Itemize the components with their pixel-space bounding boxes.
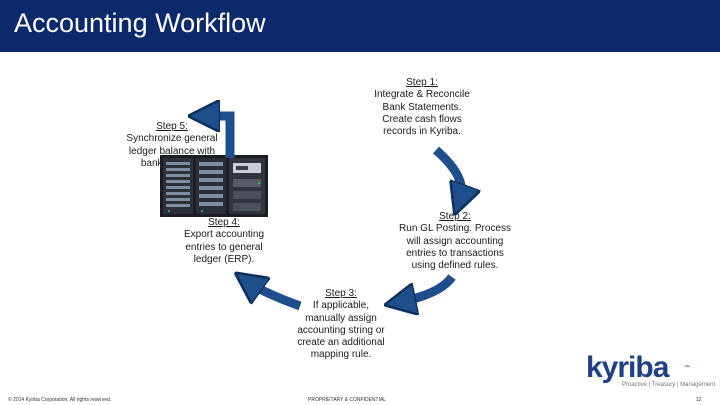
step-3-text: If applicable, manually assign accountin… — [297, 300, 385, 361]
kyriba-logo: kyriba ™ Proactive | Treasury | Manageme… — [586, 351, 716, 388]
step-4-text: Export accounting entries to general led… — [183, 229, 265, 265]
arrow-step1-to-step2 — [432, 146, 462, 200]
server-rack-image — [160, 155, 268, 217]
footer-copyright: © 2014 Kyriba Corporation. All rights re… — [8, 397, 112, 403]
step-2: Step 2: Run GL Posting. Process will ass… — [382, 211, 528, 272]
logo-trademark: ™ — [684, 365, 690, 371]
step-5-heading: Step 5: — [156, 121, 188, 132]
logo-wordmark: kyriba — [586, 351, 669, 384]
step-1-heading: Step 1: — [406, 77, 438, 88]
page-number: 12 — [696, 397, 702, 403]
step-3-heading: Step 3: — [325, 288, 357, 299]
logo-tagline: Proactive | Treasury | Management — [622, 382, 716, 388]
step-1: Step 1: Integrate & Reconcile Bank State… — [352, 77, 492, 138]
title-bar: Accounting Workflow — [0, 0, 720, 52]
arrow-step2-to-step3 — [400, 274, 456, 302]
step-1-text: Integrate & Reconcile Bank Statements. C… — [374, 89, 470, 138]
footer-confidential: PROPRIETARY & CONFIDENTIAL — [308, 397, 387, 403]
step-4-heading: Step 4: — [208, 217, 240, 228]
step-2-text: Run GL Posting. Process will assign acco… — [399, 223, 511, 272]
step-2-heading: Step 2: — [439, 211, 471, 222]
step-3: Step 3: If applicable, manually assign a… — [282, 288, 400, 362]
page-title: Accounting Workflow — [14, 8, 266, 38]
step-4: Step 4: Export accounting entries to gen… — [158, 217, 290, 266]
